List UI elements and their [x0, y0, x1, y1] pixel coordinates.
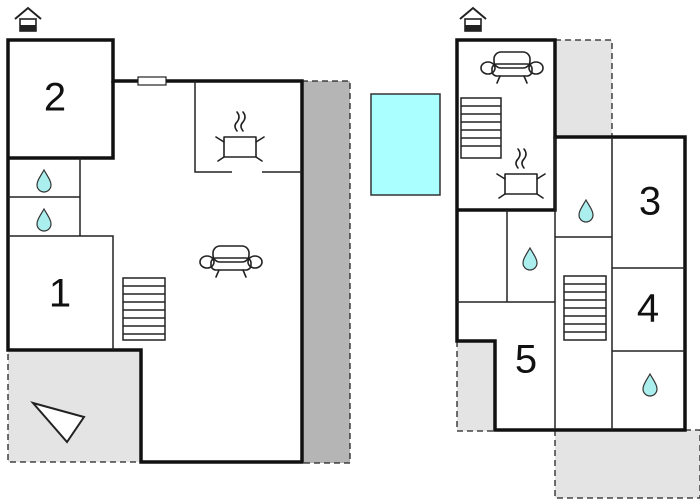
- upper-terrace: [554, 39, 613, 138]
- lower-terrace-bottom: [554, 429, 700, 499]
- stove-icon: [496, 148, 546, 199]
- entrance-icon: [459, 7, 487, 32]
- kitchen-left-walls: [194, 81, 302, 173]
- sofa-icon: [199, 245, 263, 278]
- stove-icon: [215, 111, 265, 162]
- stairs-icon: [122, 277, 166, 341]
- room-2-walls: [8, 81, 115, 160]
- left-building: 2 1: [6, 7, 351, 464]
- outdoor-terrace: [7, 349, 142, 463]
- water-drop-icon: [578, 199, 594, 223]
- room-1-label: 1: [49, 272, 71, 316]
- left-building-outline: [6, 38, 304, 464]
- stairs-icon: [460, 97, 502, 159]
- water-drop-icon: [36, 169, 52, 193]
- room-4-label: 4: [637, 287, 659, 331]
- water-drop-icon: [522, 247, 538, 271]
- sofa-icon: [480, 51, 544, 84]
- water-drop-icon: [642, 373, 658, 397]
- water-drop-icon: [36, 208, 52, 232]
- right-building: 3 4 5: [455, 7, 700, 499]
- bathroom-left-upper-walls: [8, 158, 81, 236]
- room-5-label: 5: [515, 338, 537, 382]
- right-interior-walls: [457, 137, 685, 430]
- room-1-walls: [8, 235, 114, 350]
- entrance-icon: [14, 7, 42, 32]
- pool-icon: [370, 93, 441, 196]
- side-terrace: [301, 80, 351, 464]
- room-2-label: 2: [44, 76, 66, 120]
- direction-triangle-icon: [30, 401, 86, 444]
- window-icon: [137, 76, 167, 86]
- lower-terrace-left: [456, 340, 496, 432]
- right-building-outline: [455, 38, 687, 432]
- stairs-icon: [563, 275, 607, 341]
- room-3-label: 3: [639, 180, 661, 224]
